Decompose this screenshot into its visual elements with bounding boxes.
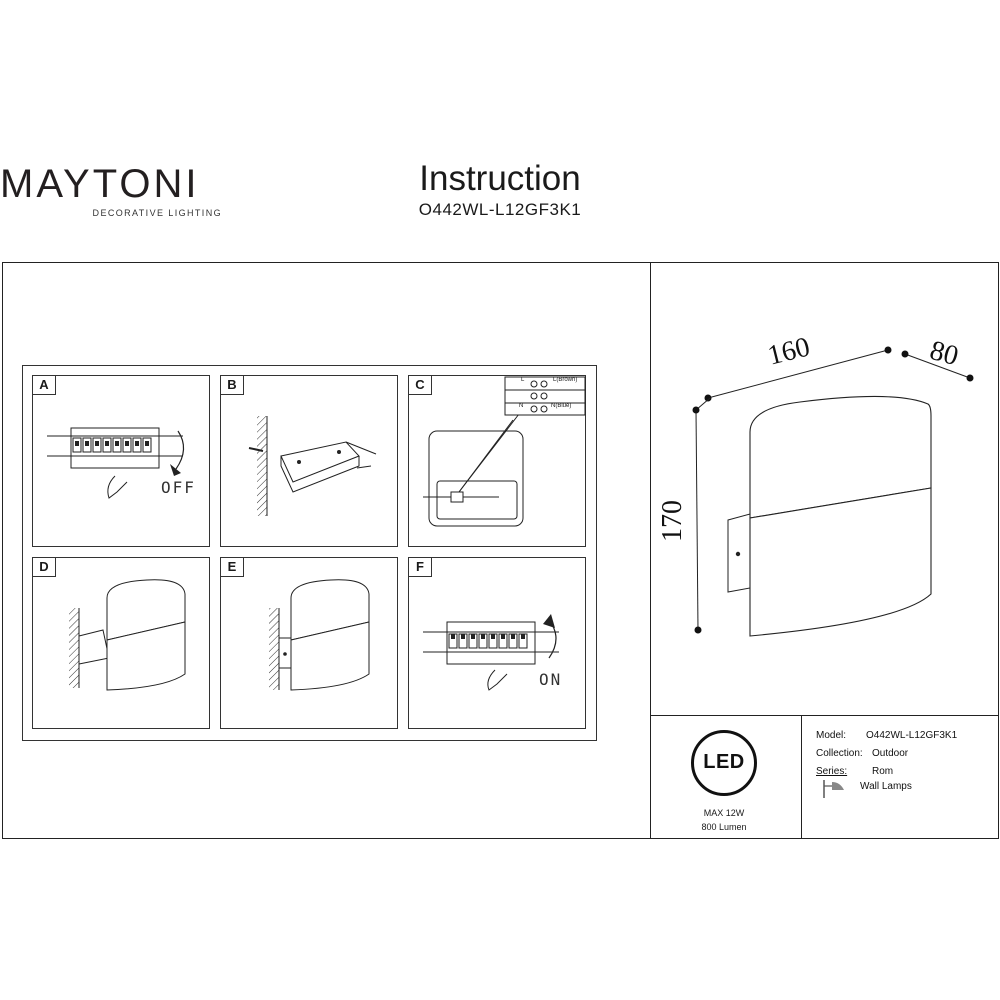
model-value: O442WL-L12GF3K1 — [866, 730, 958, 741]
step-b: B — [220, 375, 398, 547]
brand-name: MAYTONI — [0, 162, 200, 206]
info-divider-vertical — [801, 715, 803, 839]
height-dimension-label: 170 — [657, 500, 688, 542]
brand-tagline: DECORATIVE LIGHTING — [92, 208, 222, 218]
frame-divider-vertical — [650, 262, 652, 839]
model-label: Model: — [816, 730, 847, 741]
step-d: D — [32, 557, 210, 729]
fixture-attach-illustration — [69, 579, 186, 691]
step-f: F ON — [408, 557, 586, 729]
lumen-rating: 800 Lumen — [701, 822, 747, 832]
step-label: C — [409, 376, 432, 395]
on-label: ON — [539, 670, 563, 689]
collection-label: Collection: — [816, 748, 863, 759]
wire-l-label: L — [521, 377, 525, 383]
led-badge-text: LED — [703, 751, 745, 773]
step-c: C L N L(Brown) N(Blue) — [408, 375, 586, 547]
breaker-switch-on-illustration — [423, 614, 559, 691]
type-value: Wall Lamps — [860, 781, 912, 792]
wire-n-label: N — [519, 403, 524, 409]
document-title: Instruction — [419, 159, 581, 198]
step-label: F — [409, 558, 432, 577]
steps-panel — [22, 365, 597, 741]
instruction-frame — [2, 262, 999, 839]
off-label: OFF — [161, 478, 196, 497]
power-rating: MAX 12W — [703, 808, 745, 818]
fixture-mounted-illustration — [269, 579, 370, 691]
brand-logo: MAYTONI DECORATIVE LIGHTING — [0, 162, 222, 218]
dimension-drawing — [692, 346, 974, 637]
breaker-switch-illustration — [47, 427, 185, 499]
frame-divider-horizontal — [650, 715, 999, 717]
step-label: D — [33, 558, 56, 577]
wiring-illustration — [423, 376, 586, 527]
step-e: E — [220, 557, 398, 729]
series-value: Rom — [872, 766, 894, 777]
step-label: B — [221, 376, 244, 395]
wire-n-color-label: N(Blue) — [551, 403, 572, 409]
collection-value: Outdoor — [872, 748, 909, 759]
wire-l-color-label: L(Brown) — [553, 377, 578, 383]
step-a: A OFF — [32, 375, 210, 547]
wall-lamp-icon — [823, 780, 844, 798]
document-model-code: O442WL-L12GF3K1 — [418, 200, 582, 219]
series-label: Series: — [816, 766, 848, 777]
mounting-bracket-illustration — [248, 416, 377, 516]
step-label: A — [33, 376, 56, 395]
led-badge: LED — [691, 730, 757, 796]
step-label: E — [221, 558, 244, 577]
